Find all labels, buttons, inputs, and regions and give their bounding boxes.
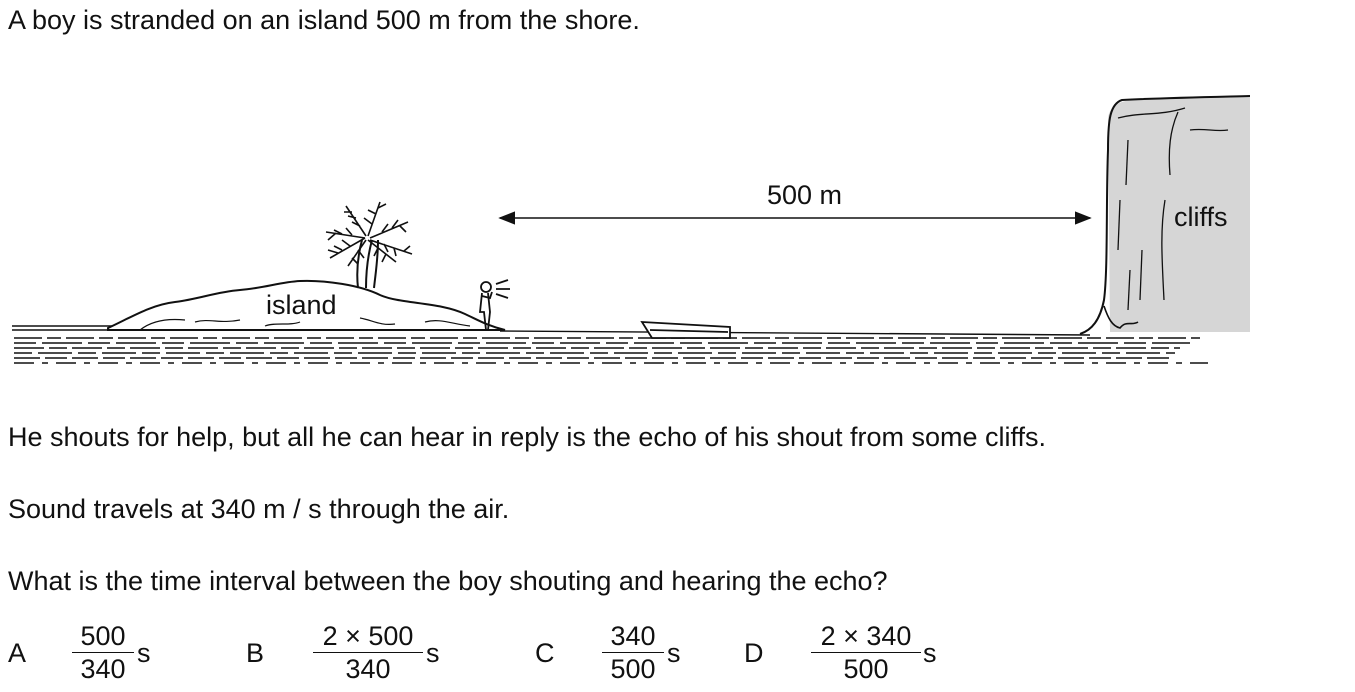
echo-diagram [12, 95, 1251, 364]
palm-tree [325, 201, 413, 289]
distance-label: 500 m [767, 180, 843, 210]
option-b-numerator: 2 × 500 [322, 621, 414, 651]
boy-figure [479, 279, 510, 331]
option-a-letter: A [8, 638, 27, 668]
speed-text: Sound travels at 340 m / s through the a… [8, 494, 510, 524]
option-d-unit: s [923, 638, 937, 668]
intro-text: A boy is stranded on an island 500 m fro… [8, 5, 640, 35]
option-b-denominator: 340 [345, 654, 391, 684]
option-a-denominator: 340 [80, 654, 126, 684]
option-b-letter: B [246, 638, 265, 668]
option-b-fraction[interactable]: 2 × 500 340 [313, 621, 423, 684]
option-c-denominator: 500 [610, 654, 656, 684]
water [12, 325, 1208, 364]
option-d-letter: D [744, 638, 764, 668]
option-d-denominator: 500 [843, 654, 889, 684]
option-d-fraction[interactable]: 2 × 340 500 [811, 621, 921, 684]
option-a-fraction[interactable]: 500 340 [72, 621, 134, 684]
boat [640, 321, 731, 339]
fraction-bar [811, 652, 921, 653]
option-c-fraction[interactable]: 340 500 [602, 621, 664, 684]
option-a-numerator: 500 [80, 621, 126, 651]
cliffs-label: cliffs [1174, 202, 1228, 232]
island-texture [139, 317, 471, 331]
island [107, 279, 506, 331]
option-c-unit: s [667, 638, 681, 668]
fraction-bar [313, 652, 423, 653]
island-label: island [266, 290, 337, 320]
option-d-numerator: 2 × 340 [820, 621, 912, 651]
shout-text: He shouts for help, but all he can hear … [8, 422, 1047, 452]
option-a-unit: s [137, 638, 151, 668]
cliffs [1079, 95, 1251, 335]
option-c-numerator: 340 [610, 621, 656, 651]
fraction-bar [602, 652, 664, 653]
fraction-bar [72, 652, 134, 653]
option-c-letter: C [535, 638, 555, 668]
option-b-unit: s [426, 638, 440, 668]
question-text: What is the time interval between the bo… [8, 566, 888, 596]
